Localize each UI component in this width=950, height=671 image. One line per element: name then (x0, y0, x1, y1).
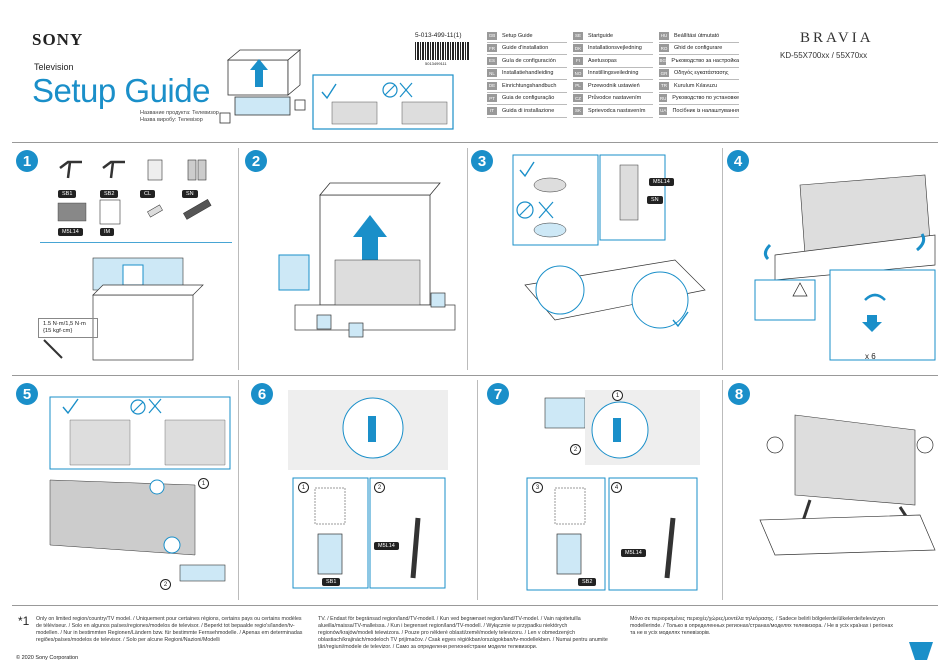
grip-check-illustration (312, 74, 454, 130)
sub-step-marker: 1 (298, 482, 309, 493)
footnote-mark: *1 (18, 614, 30, 628)
footnote-col-1: Only on limited region/country/TV model.… (36, 616, 303, 643)
model-numbers: KD-55X700xx / 55X70xx (780, 51, 868, 60)
part-label-m5l14: M5L14 (58, 228, 83, 236)
attach-stand-sb1-illustration (288, 390, 448, 589)
part-label-sb2: SB2 (578, 578, 597, 586)
divider (238, 148, 239, 370)
barcode (415, 42, 470, 60)
stand-assembly-illustration (512, 154, 706, 329)
divider (477, 380, 478, 600)
sub-step-marker: 2 (160, 579, 171, 590)
step-number: 5 (16, 383, 38, 405)
part-label-sb1: SB1 (58, 190, 77, 198)
sub-step-marker: 4 (611, 482, 622, 493)
sub-step-marker: 2 (374, 482, 385, 493)
step-number: 1 (16, 150, 38, 172)
divider (12, 142, 938, 143)
remove-packing-illustration (754, 174, 936, 361)
footnote-col-2: TV. / Endast för begränsad region/land/T… (318, 616, 608, 650)
divider (12, 375, 938, 376)
torque-note: 1.5 N·m/1,5 N·m {15 kgf·cm} (38, 318, 98, 339)
recycle-logo (909, 642, 933, 660)
copyright: © 2020 Sony Corporation (16, 655, 79, 661)
step-number: 8 (728, 383, 750, 405)
place-tv-on-stand-illustration (49, 396, 231, 582)
step-number: 4 (727, 150, 749, 172)
part-label-cl: CL (140, 190, 156, 198)
parts-illustration (57, 159, 212, 225)
page-title: Setup Guide (32, 72, 210, 109)
part-label-m5l14: M5L14 (621, 549, 646, 557)
divider (467, 148, 468, 370)
part-label-sn: SN (647, 196, 663, 204)
divider (722, 148, 723, 370)
attach-stand-sb2-illustration (526, 390, 700, 591)
box-with-parts-illustration (40, 242, 232, 361)
step-number: 2 (245, 150, 267, 172)
step-number: 7 (487, 383, 509, 405)
part-label-sn: SN (182, 190, 198, 198)
part-number: 5-013-499-11(1) (415, 32, 462, 39)
subtitle-uk: Назва виробу: Телевізор (140, 117, 203, 123)
series-logo: BRAVIA (800, 30, 874, 46)
part-label-sb1: SB1 (322, 578, 341, 586)
count-label: x 6 (865, 352, 876, 361)
product-type: Television (34, 62, 74, 72)
step-number: 6 (251, 383, 273, 405)
step-number: 3 (471, 150, 493, 172)
divider (12, 605, 938, 606)
barcode-text: 5013499111 (425, 61, 447, 66)
sub-step-marker: 2 (570, 444, 581, 455)
sub-step-marker: 1 (198, 478, 209, 489)
divider (722, 380, 723, 600)
part-label-m5l14: M5L14 (374, 542, 399, 550)
part-label-im: IM (100, 228, 115, 236)
stand-tv-upright-illustration (759, 414, 936, 556)
unpacking-illustration (219, 49, 306, 124)
part-label-sb2: SB2 (100, 190, 119, 198)
lift-tv-from-box-illustration (278, 182, 456, 338)
sub-step-marker: 1 (612, 390, 623, 401)
part-label-m5l14: M5L14 (649, 178, 674, 186)
brand-logo: SONY (32, 30, 84, 49)
divider (238, 380, 239, 600)
footnote-col-3: Μόνο σε περιορισμένες περιοχές/χώρες/μον… (630, 616, 894, 636)
sub-step-marker: 3 (532, 482, 543, 493)
subtitle-ru: Название продукта: Телевизор (140, 110, 219, 116)
